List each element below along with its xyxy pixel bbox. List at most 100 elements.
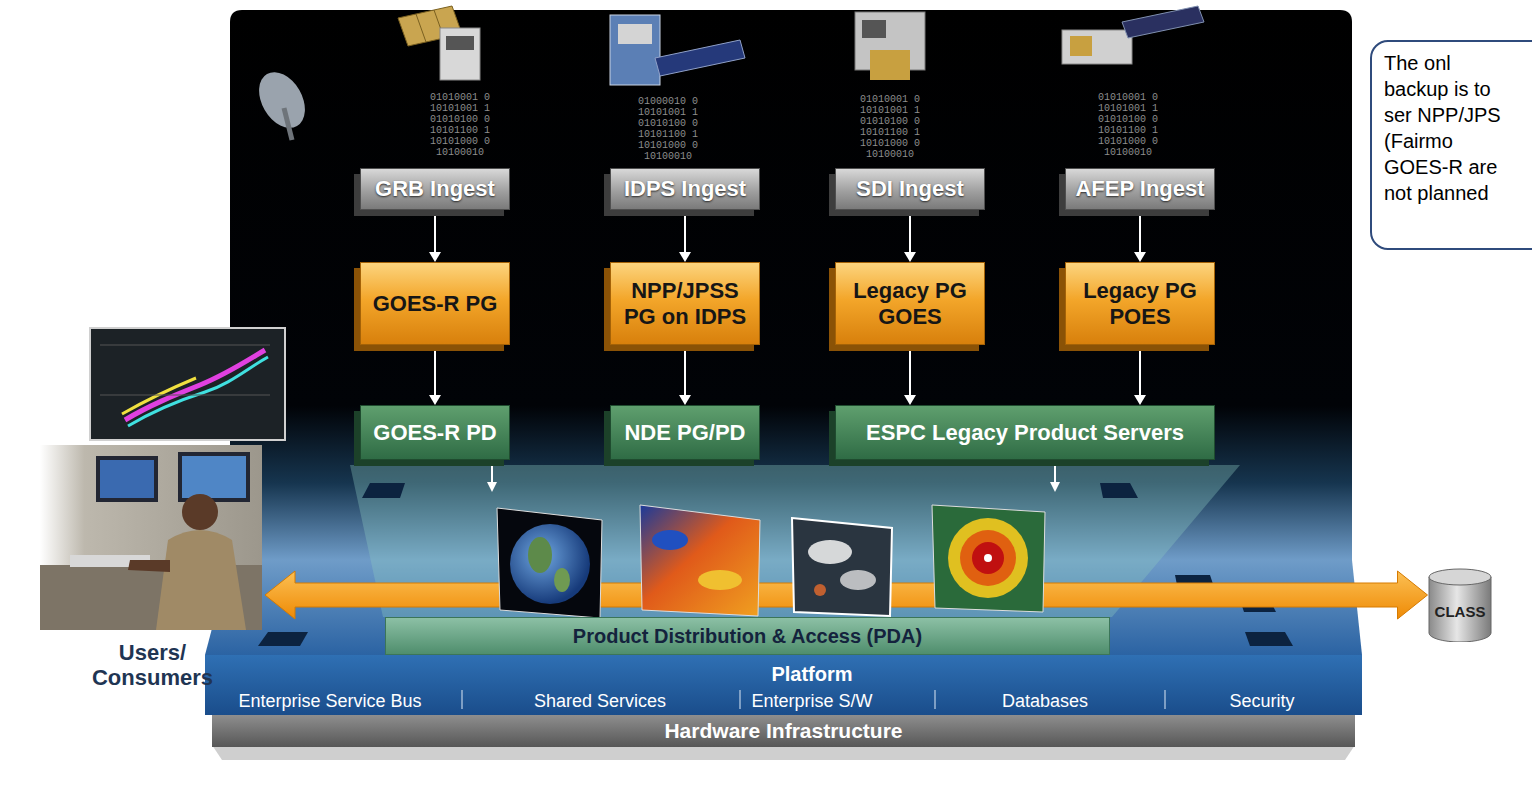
down-arrow-part xyxy=(1139,345,1141,396)
hurricane-image-part xyxy=(972,542,1004,574)
product-server-box: ESPC Legacy Product Servers xyxy=(835,405,1215,460)
goes-legacy-satellite xyxy=(855,12,925,80)
product-generation-box: Legacy PG GOES xyxy=(835,262,985,345)
map-screenshot-part xyxy=(122,378,196,414)
down-arrow xyxy=(429,345,441,405)
down-arrow xyxy=(1134,345,1146,405)
hurricane-image-part xyxy=(960,530,1016,586)
pda-band: Product Distribution & Access (PDA) xyxy=(385,617,1110,655)
hurricane-image-part xyxy=(984,554,992,562)
ground-antenna-part xyxy=(284,108,292,140)
product-distribution-box: NDE PG/PD xyxy=(610,405,760,460)
map-screenshot-part xyxy=(128,357,268,426)
cylinder-shape-part xyxy=(1429,577,1491,642)
distribution-arrow xyxy=(487,462,1060,492)
node-label: GOES-R PG xyxy=(373,291,498,317)
platform-socket-part xyxy=(1100,483,1138,498)
map-screenshot-part xyxy=(100,395,270,396)
ingest-box: SDI Ingest xyxy=(835,168,985,210)
operator-photo-part xyxy=(182,494,218,530)
node-label: ESPC Legacy Product Servers xyxy=(866,420,1184,446)
map-screenshot xyxy=(90,328,285,440)
ingest-box: GRB Ingest xyxy=(360,168,510,210)
ground-antenna-part xyxy=(250,64,315,136)
down-arrow xyxy=(679,210,691,262)
earth-image-part xyxy=(554,568,570,592)
poes-satellite-part xyxy=(1062,30,1132,64)
node-sublabel: Enterprise S/W xyxy=(751,691,872,712)
distribution-arrow-part xyxy=(487,482,497,492)
node-sublabel: Security xyxy=(1229,691,1294,712)
down-arrow-part xyxy=(909,210,911,253)
platform-socket-part xyxy=(362,483,405,498)
hurricane-image xyxy=(932,505,1045,612)
down-arrow-part xyxy=(429,252,441,262)
node-label: Product Distribution & Access (PDA) xyxy=(573,625,922,648)
archive-cylinder: CLASS xyxy=(1428,568,1493,642)
node-label: Hardware Infrastructure xyxy=(664,719,902,743)
operator-photo-part xyxy=(178,452,250,502)
down-arrow xyxy=(679,345,691,405)
map-screenshot-part xyxy=(125,350,265,420)
node-label: NDE PG/PD xyxy=(624,420,745,446)
down-arrow-part xyxy=(1134,395,1146,405)
down-arrow-part xyxy=(1134,252,1146,262)
goes-legacy-satellite-part xyxy=(870,50,910,80)
down-arrow-part xyxy=(434,345,436,396)
down-arrow xyxy=(1134,210,1146,262)
platform-socket-part xyxy=(258,632,308,646)
operator-photo xyxy=(40,445,262,630)
node-label: Users/ Consumers xyxy=(88,640,218,690)
ground-antenna xyxy=(250,64,315,140)
map-screenshot-part xyxy=(100,345,270,346)
earth-image-part xyxy=(497,508,602,618)
product-generation-box: Legacy PG POES xyxy=(1065,262,1215,345)
down-arrow-part xyxy=(904,252,916,262)
down-arrow-part xyxy=(679,395,691,405)
goes-legacy-satellite-part xyxy=(862,20,886,38)
goes-satellite-part xyxy=(446,36,474,50)
npp-satellite-part xyxy=(618,24,652,44)
binary-stream: 01000010 010101001 101010100 010101100 1… xyxy=(636,96,700,162)
down-arrow-part xyxy=(1139,210,1141,253)
down-arrow xyxy=(904,210,916,262)
down-arrow-part xyxy=(429,395,441,405)
sea-temperature-image-part xyxy=(652,530,688,550)
binary-stream: 01010001 010101001 101010100 010101100 1… xyxy=(1096,92,1160,158)
earth-image-part xyxy=(528,537,552,573)
down-arrow-part xyxy=(904,395,916,405)
product-distribution-box: GOES-R PD xyxy=(360,405,510,460)
node-label: GRB Ingest xyxy=(375,176,495,202)
platform-divider-part xyxy=(934,690,936,709)
down-arrow-part xyxy=(684,345,686,396)
hurricane-image-part xyxy=(932,505,1045,612)
earth-image-part xyxy=(510,524,590,604)
operator-photo-part xyxy=(182,456,246,498)
down-arrow xyxy=(429,210,441,262)
platform-divider-part xyxy=(1164,690,1166,709)
goes-satellite-part xyxy=(440,28,480,80)
hardware-band: Hardware Infrastructure xyxy=(212,715,1355,747)
operator-photo-part xyxy=(156,530,246,630)
poes-satellite-part xyxy=(1070,36,1092,56)
node-label: NPP/JPSS PG on IDPS xyxy=(618,278,752,330)
operator-photo-part xyxy=(96,456,158,502)
sea-temperature-image-part xyxy=(640,505,760,616)
down-arrow-part xyxy=(679,252,691,262)
down-arrow xyxy=(904,345,916,405)
node-label: GOES-R PD xyxy=(373,420,496,446)
poes-satellite xyxy=(1062,6,1204,64)
platform-front-face xyxy=(205,655,1362,715)
cloud-image xyxy=(792,518,892,616)
hardware-base-edge xyxy=(212,745,1355,760)
ingest-box: AFEP Ingest xyxy=(1065,168,1215,210)
node-label: Legacy PG POES xyxy=(1073,278,1207,330)
callout-box: The onl backup is to ser NPP/JPS (Fairmo… xyxy=(1370,40,1532,250)
binary-stream: 01010001 010101001 101010100 010101100 1… xyxy=(858,94,922,160)
product-generation-box: GOES-R PG xyxy=(360,262,510,345)
product-generation-box: NPP/JPSS PG on IDPS xyxy=(610,262,760,345)
node-sublabel: Shared Services xyxy=(534,691,666,712)
node-sublabel: Databases xyxy=(1002,691,1088,712)
node-label: Platform xyxy=(771,663,852,686)
